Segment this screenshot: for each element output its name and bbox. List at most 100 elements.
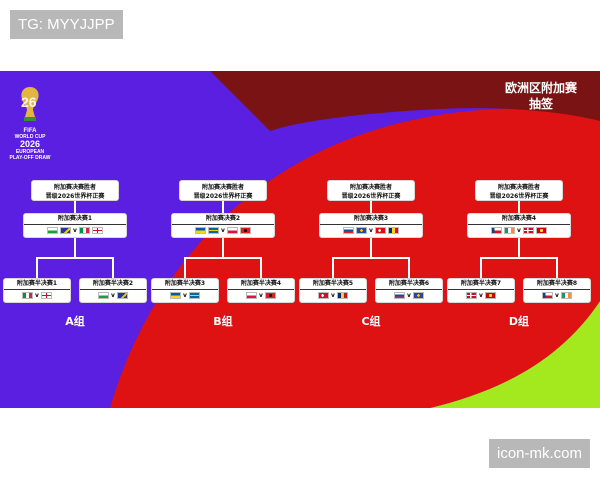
logo-fifa-text: FIFA [23,128,37,134]
versus-label: v [555,292,559,299]
wales-flag-icon [98,292,110,299]
kosovo-flag-icon [412,292,424,299]
bosnia-flag-icon [60,227,72,234]
poland-flag-icon [246,292,258,299]
semi-label: 附加赛半决赛6 [376,279,442,290]
connector-winner-final [222,201,224,213]
romania-flag-icon [336,292,348,299]
connector-semi-right [408,257,410,278]
watermark-bottom-right: icon-mk.com [488,439,590,468]
semi-box: 附加赛半决赛7 v [447,278,515,303]
group-label: A组 [65,315,85,328]
connector-horizontal [185,257,261,259]
semi-box: 附加赛半决赛4 v [227,278,295,303]
winner-text-line: 附加赛决赛胜者 [53,184,96,191]
logo-line-1: WORLD CUP [14,134,46,140]
poland-flag-icon [226,227,238,234]
semi-box: 附加赛半决赛2 v [79,278,147,303]
winner-text: 附加赛决赛胜者晋级2026世界杯正赛 [328,181,414,200]
sweden-flag-icon [208,227,220,234]
connector-final-split [370,238,372,258]
winner-text-line: 附加赛决赛胜者 [349,184,392,191]
winner-text-line: 晋级2026世界杯正赛 [341,193,401,200]
lime-corner [430,301,600,408]
ukraine-flag-icon [195,227,207,234]
versus-label: v [259,292,263,299]
world-cup-logo: 26 FIFA WORLD CUP 2026 EUROPEAN PLAY-OFF… [9,85,51,161]
winner-text-line: 晋级2026世界杯正赛 [193,193,253,200]
versus-label: v [517,227,521,234]
final-matchup: v [24,225,126,236]
logo-line-3: EUROPEAN [15,149,45,155]
semi-label: 附加赛半决赛7 [448,279,514,290]
winner-text-line: 晋级2026世界杯正赛 [45,193,105,200]
semi-matchup: v [524,290,590,301]
semi-label: 附加赛半决赛2 [80,279,146,290]
connector-semi-left [36,257,38,278]
svg-text:26: 26 [21,94,37,110]
italy-flag-icon [22,292,34,299]
england-flag-icon [40,292,52,299]
semi-matchup: v [4,290,70,301]
playoff-draw-poster: 26 FIFA WORLD CUP 2026 EUROPEAN PLAY-OFF… [0,71,600,408]
italy-flag-icon [78,227,90,234]
semi-matchup: v [228,290,294,301]
czechia-flag-icon [491,227,503,234]
final-box: 附加赛决赛2 v [171,213,275,238]
slovakia-flag-icon [343,227,355,234]
denmark-flag-icon [466,292,478,299]
versus-label: v [111,292,115,299]
connector-final-split [222,238,224,258]
slovakia-flag-icon [394,292,406,299]
winner-box: 附加赛决赛胜者晋级2026世界杯正赛 [179,180,267,201]
semi-label: 附加赛半决赛8 [524,279,590,290]
group-label: B组 [213,315,233,328]
winner-box: 附加赛决赛胜者晋级2026世界杯正赛 [327,180,415,201]
connector-semi-right [260,257,262,278]
final-label: 附加赛决赛3 [320,214,422,225]
versus-label: v [221,227,225,234]
connector-winner-final [518,201,520,213]
event-title-line-1: 欧洲区附加赛 [504,81,577,95]
event-title-line-2: 抽签 [528,97,553,111]
sweden-flag-icon [188,292,200,299]
bosnia-flag-icon [116,292,128,299]
winner-text: 附加赛决赛胜者晋级2026世界杯正赛 [476,181,562,200]
final-label: 附加赛决赛2 [172,214,274,225]
trophy-icon: 26 [21,87,39,121]
connector-semi-left [332,257,334,278]
semi-label: 附加赛半决赛5 [300,279,366,290]
dark-red-band [210,71,600,131]
albania-flag-icon [264,292,276,299]
event-title: 欧洲区附加赛 抽签 [496,80,586,112]
romania-flag-icon [387,227,399,234]
semi-matchup: v [80,290,146,301]
czechia-flag-icon [542,292,554,299]
turkey-flag-icon [318,292,330,299]
versus-label: v [479,292,483,299]
denmark-flag-icon [522,227,534,234]
poster-background [0,71,600,408]
ireland-flag-icon [560,292,572,299]
semi-matchup: v [448,290,514,301]
wales-flag-icon [47,227,59,234]
versus-label: v [35,292,39,299]
connector-winner-final [74,201,76,213]
final-label: 附加赛决赛4 [468,214,570,225]
final-box: 附加赛决赛4 v [467,213,571,238]
connector-final-split [74,238,76,258]
final-matchup: v [320,225,422,236]
semi-box: 附加赛半决赛8 v [523,278,591,303]
semi-label: 附加赛半决赛1 [4,279,70,290]
winner-text: 附加赛决赛胜者晋级2026世界杯正赛 [32,181,118,200]
north-macedonia-flag-icon [484,292,496,299]
logo-year: 2026 [19,139,41,149]
versus-label: v [369,227,373,234]
turkey-flag-icon [374,227,386,234]
semi-label: 附加赛半决赛4 [228,279,294,290]
final-label: 附加赛决赛1 [24,214,126,225]
ukraine-flag-icon [170,292,182,299]
